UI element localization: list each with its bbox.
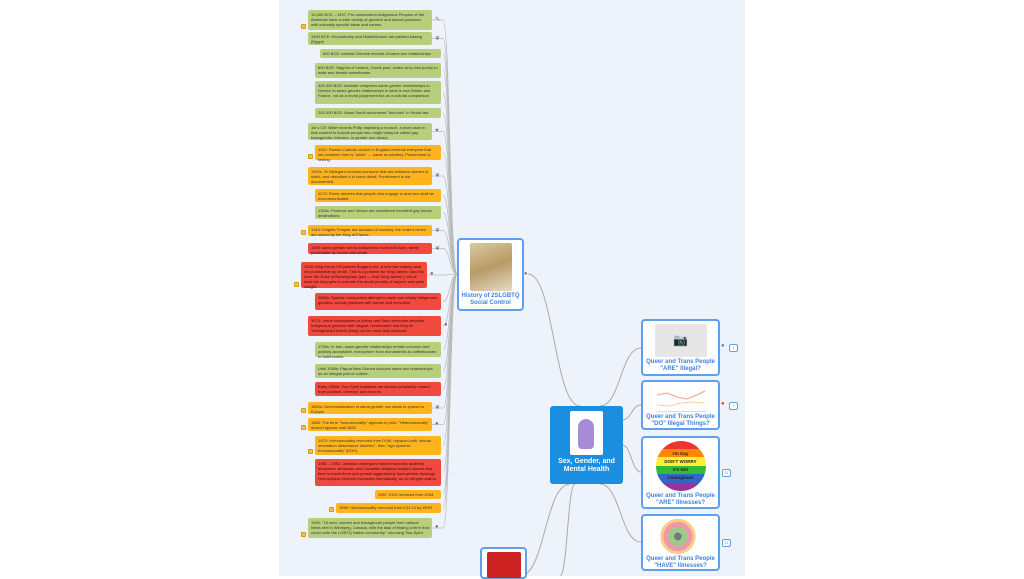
timeline-node[interactable]: Early 1900s: Two-Spirit traditions are a… bbox=[315, 382, 441, 396]
collapse-badge[interactable]: 1 bbox=[729, 344, 738, 352]
placeholder-camera-icon: 📷 bbox=[654, 324, 707, 357]
node-icon: ♥ bbox=[435, 127, 439, 134]
node-icon: ❦ bbox=[435, 245, 441, 252]
button-text: It's Not bbox=[672, 467, 689, 472]
right-node-illegal-things[interactable]: Queer and Trans People "DO" Illegal Thin… bbox=[641, 380, 720, 430]
timeline-node[interactable]: 1300s: Florence and Venice are considere… bbox=[315, 206, 441, 219]
rainbow-button-image: I'm Gay DON'T WORRY It's Not Contagious! bbox=[655, 441, 706, 491]
priority-marker-icon bbox=[301, 408, 306, 413]
collapse-badge[interactable]: 11 bbox=[722, 469, 731, 477]
timeline-node[interactable]: 1102: Roman Catholic church in England r… bbox=[315, 145, 441, 162]
timeline-node[interactable]: 1987: EDH removed from DSM. bbox=[375, 490, 441, 499]
button-text: DON'T WORRY bbox=[664, 459, 697, 464]
priority-marker-icon bbox=[294, 282, 299, 287]
button-text: Contagious! bbox=[667, 475, 694, 480]
priority-marker-icon bbox=[301, 532, 306, 537]
node-icon: ● bbox=[435, 420, 439, 427]
central-topic[interactable]: Sex, Gender, and Mental Health bbox=[550, 406, 623, 484]
timeline-node[interactable]: 1990: "15 men, women and transgender peo… bbox=[308, 518, 432, 538]
globe-icon: ● bbox=[721, 343, 725, 349]
right-node-illnesses[interactable]: I'm Gay DON'T WORRY It's Not Contagious!… bbox=[641, 436, 720, 509]
priority-marker-icon bbox=[329, 507, 334, 512]
right-node-title: Queer and Trans People "DO" Illegal Thin… bbox=[646, 414, 715, 427]
history-image bbox=[469, 243, 512, 291]
timeline-node[interactable]: 1981 – 1991: Jamaica undergoes forced ec… bbox=[315, 459, 441, 486]
timeline-node[interactable]: 1533: King Henry VIII passes Buggery Act… bbox=[301, 262, 427, 289]
right-node-title: Queer and Trans People "HAVE" Illnesses? bbox=[646, 556, 715, 569]
timeline-node[interactable]: 12,000 BCE – 1497: Pre-colonization Indi… bbox=[308, 10, 432, 30]
timeline-node[interactable]: 1179: Rome decrees that people who engag… bbox=[315, 189, 441, 202]
timeline-node[interactable]: 3400 BCE: Khnumhotep and Niankhkhnum are… bbox=[308, 32, 432, 45]
timeline-node[interactable]: 1990: Homosexuality removed from ICD-10 … bbox=[336, 503, 441, 513]
warning-icon: ● bbox=[721, 401, 725, 407]
bottom-node[interactable] bbox=[480, 547, 527, 579]
timeline-node[interactable]: 1800s: Decriminalization of same-gender … bbox=[308, 402, 432, 414]
timeline-node[interactable]: 400-300 BCE: Aristotle compares same-gen… bbox=[315, 81, 441, 104]
right-node-illegal[interactable]: 📷 Queer and Trans People "ARE" Illegal? bbox=[641, 319, 720, 376]
button-text: I'm Gay bbox=[672, 451, 689, 456]
timeline-node[interactable]: 1600s: Spanish conquerors attempt to cru… bbox=[315, 293, 441, 310]
priority-marker-icon bbox=[308, 154, 313, 159]
timeline-node[interactable]: 1674: Jesuit missionaries in Illinois an… bbox=[308, 316, 441, 336]
line-chart-thumbnail bbox=[654, 385, 707, 412]
timeline-node[interactable]: 1868: The term "homosexuality" appears i… bbox=[308, 418, 432, 431]
timeline-node[interactable]: 1100s: St Hildegard reminds everyone tha… bbox=[308, 167, 432, 185]
bottom-node-image bbox=[486, 552, 521, 578]
history-title: History of 2SLGBTQ Social Control bbox=[461, 293, 520, 306]
node-icon: ● bbox=[444, 322, 448, 328]
timeline-node[interactable]: Until 1930s: Papua New Guinea includes s… bbox=[315, 364, 441, 378]
priority-marker-icon bbox=[301, 24, 306, 29]
collapse-badge[interactable]: 1 bbox=[729, 402, 738, 410]
history-node[interactable]: History of 2SLGBTQ Social Control bbox=[457, 238, 524, 311]
node-icon: ● bbox=[430, 271, 434, 277]
right-node-have-illnesses[interactable]: Queer and Trans People "HAVE" Illnesses? bbox=[641, 514, 720, 571]
venn-diagram-image bbox=[649, 519, 712, 554]
timeline-node[interactable]: 1314: Knights Templar are accused of sod… bbox=[308, 225, 432, 237]
node-icon: ❦ bbox=[435, 173, 441, 179]
timeline-node[interactable]: 200-300 BCE: Manu Smriti documents "thir… bbox=[315, 108, 441, 118]
timeline-node[interactable]: 1700s: In Iran, same-gender relationship… bbox=[315, 342, 441, 359]
node-icon: ❦ bbox=[435, 405, 441, 411]
collapse-toggle-icon[interactable]: ● bbox=[524, 271, 528, 277]
node-icon: ❦ bbox=[435, 227, 441, 234]
node-icon: ● bbox=[435, 524, 439, 530]
timeline-node[interactable]: 600 BCE: Sappho of Lesbos, Greek poet, w… bbox=[315, 63, 441, 78]
node-icon: ✎ bbox=[435, 17, 441, 23]
collapse-badge[interactable]: 11 bbox=[722, 539, 731, 547]
timeline-node[interactable]: 1973: Homosexuality removed from DSM, re… bbox=[315, 436, 441, 455]
right-node-title: Queer and Trans People "ARE" Illegal? bbox=[646, 359, 715, 372]
right-node-title: Queer and Trans People "ARE" Illnesses? bbox=[646, 493, 715, 506]
timeline-node[interactable]: 600 BCE: earliest Chinese records of sam… bbox=[320, 49, 441, 58]
priority-marker-icon bbox=[301, 425, 306, 430]
node-icon: ❦ bbox=[435, 35, 441, 42]
central-title: Sex, Gender, and Mental Health bbox=[558, 458, 615, 473]
timeline-node[interactable]: 1350: same-gender sex is outlawed in mos… bbox=[308, 243, 432, 255]
timeline-node[interactable]: 1st c CE: Bible records Philip baptizing… bbox=[308, 123, 432, 140]
priority-marker-icon bbox=[301, 230, 306, 235]
priority-marker-icon bbox=[308, 449, 313, 454]
unicorn-image bbox=[570, 411, 603, 455]
